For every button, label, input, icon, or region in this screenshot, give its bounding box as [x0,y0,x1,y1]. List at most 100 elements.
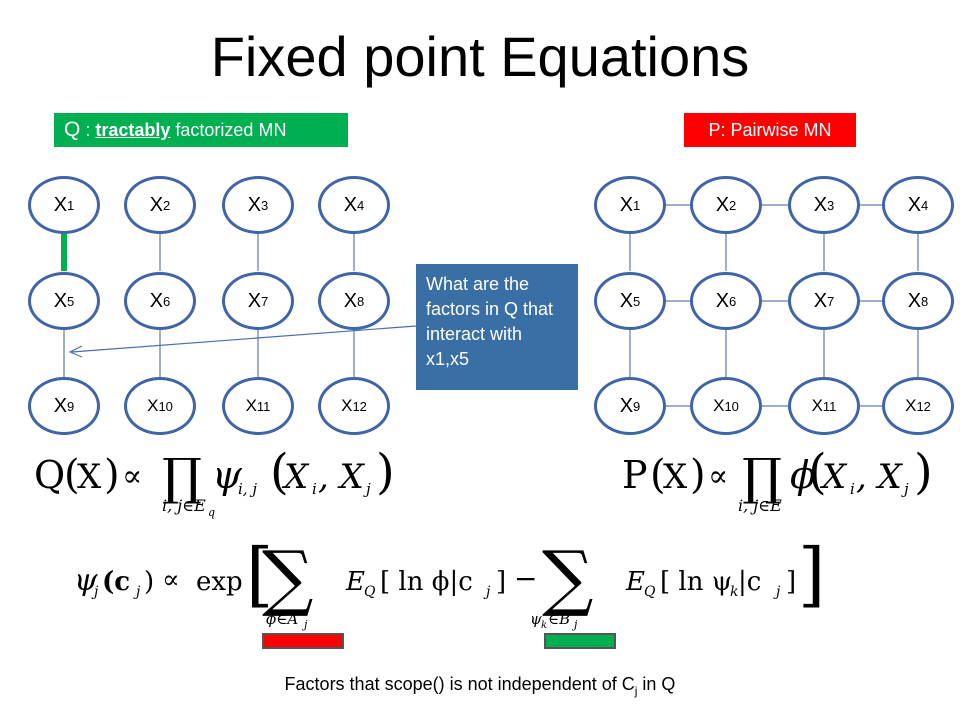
svg-text:X: X [819,457,848,497]
svg-text:(: ( [808,444,827,500]
q-label-sep: : [80,120,96,140]
svg-text:): ) [690,452,706,498]
svg-text:j: j [363,480,371,498]
svg-text:X: X [281,457,310,497]
svg-text:[ ln ψ: [ ln ψ [660,567,732,597]
svg-text:]: ] [798,533,825,615]
callout-box: What are the factors in Q that interact … [416,264,578,390]
svg-text:(: ( [270,444,289,500]
svg-text:i, j∈E: i, j∈E [738,496,782,515]
svg-text:∈B: ∈B [548,610,570,628]
svg-text:i, j: i, j [238,480,257,498]
svg-text:−: − [514,562,537,595]
svg-text:]: ] [786,567,796,597]
svg-text:(: ( [64,452,80,498]
callout-arrow [71,325,417,353]
svg-text:Q: Q [644,584,656,600]
svg-text:k: k [730,584,738,600]
svg-text:): ) [144,567,154,597]
svg-text:∝: ∝ [162,565,180,595]
svg-text:Q: Q [364,584,376,600]
svg-text:j: j [133,584,141,600]
footer-caption: Factors that scope() is not independent … [284,674,676,698]
red-highlight-bar [262,633,344,649]
svg-text:(: ( [650,452,666,498]
svg-text:∝: ∝ [122,459,142,494]
svg-text:ψ: ψ [530,610,542,628]
equation-fixed-point: ψ j (c j ) ∝ exp [ ∑ ϕ∈A j E Q [ ln ϕ|c … [74,533,825,631]
svg-text:j: j [901,480,909,498]
svg-text:X: X [663,457,688,497]
equation-p: P ( X ) ∝ ∏ i, j∈E ϕ ( X i , X j ) [622,444,933,515]
svg-text:E: E [625,567,645,597]
q-label: Q : tractably factorized MN [54,113,348,147]
q-label-tractably: tractably [95,120,171,140]
svg-text:∏: ∏ [742,448,782,506]
svg-text:j: j [773,584,781,600]
svg-text:P: P [622,453,648,497]
q-label-rest: factorized MN [170,120,287,140]
svg-text:(c: (c [102,567,130,597]
svg-text:ψ: ψ [74,563,98,598]
svg-text:exp: exp [196,567,243,597]
svg-text:ϕ∈A: ϕ∈A [266,610,298,628]
svg-text:∑: ∑ [262,535,313,619]
svg-text:): ) [376,444,395,500]
svg-text:[: [ [246,533,273,615]
svg-text:k: k [541,620,547,631]
svg-text:]: ] [496,567,506,597]
svg-text:, X: , X [318,457,366,497]
svg-text:∑: ∑ [542,535,593,619]
svg-text:[ ln ϕ|c: [ ln ϕ|c [380,567,473,597]
svg-text:j: j [571,618,578,631]
svg-text:|c: |c [738,567,761,597]
svg-text:): ) [914,444,933,500]
svg-text:E: E [345,567,365,597]
q-label-letter: Q [64,118,81,141]
svg-text:ψ: ψ [212,453,243,497]
svg-text:): ) [104,452,120,498]
svg-text:j: j [91,584,99,600]
svg-text:∝: ∝ [708,459,728,494]
p-label: P: Pairwise MN [684,113,856,147]
svg-text:i: i [312,480,317,498]
page-title: Fixed point Equations [210,25,750,88]
svg-text:Q: Q [34,453,65,497]
equation-q: Q ( X ) ∝ ∏ i, j∈E q ψ i, j ( X i , X j … [34,444,395,519]
svg-text:i, j∈E: i, j∈E [162,496,206,515]
svg-text:ϕ: ϕ [790,453,816,497]
svg-text:∏: ∏ [162,448,202,506]
svg-text:i: i [850,480,855,498]
svg-text:j: j [483,584,491,600]
svg-text:X: X [77,457,102,497]
svg-text:, X: , X [856,457,904,497]
svg-text:q: q [208,506,215,519]
p-graph-edges [629,204,919,407]
svg-text:j: j [301,618,308,631]
